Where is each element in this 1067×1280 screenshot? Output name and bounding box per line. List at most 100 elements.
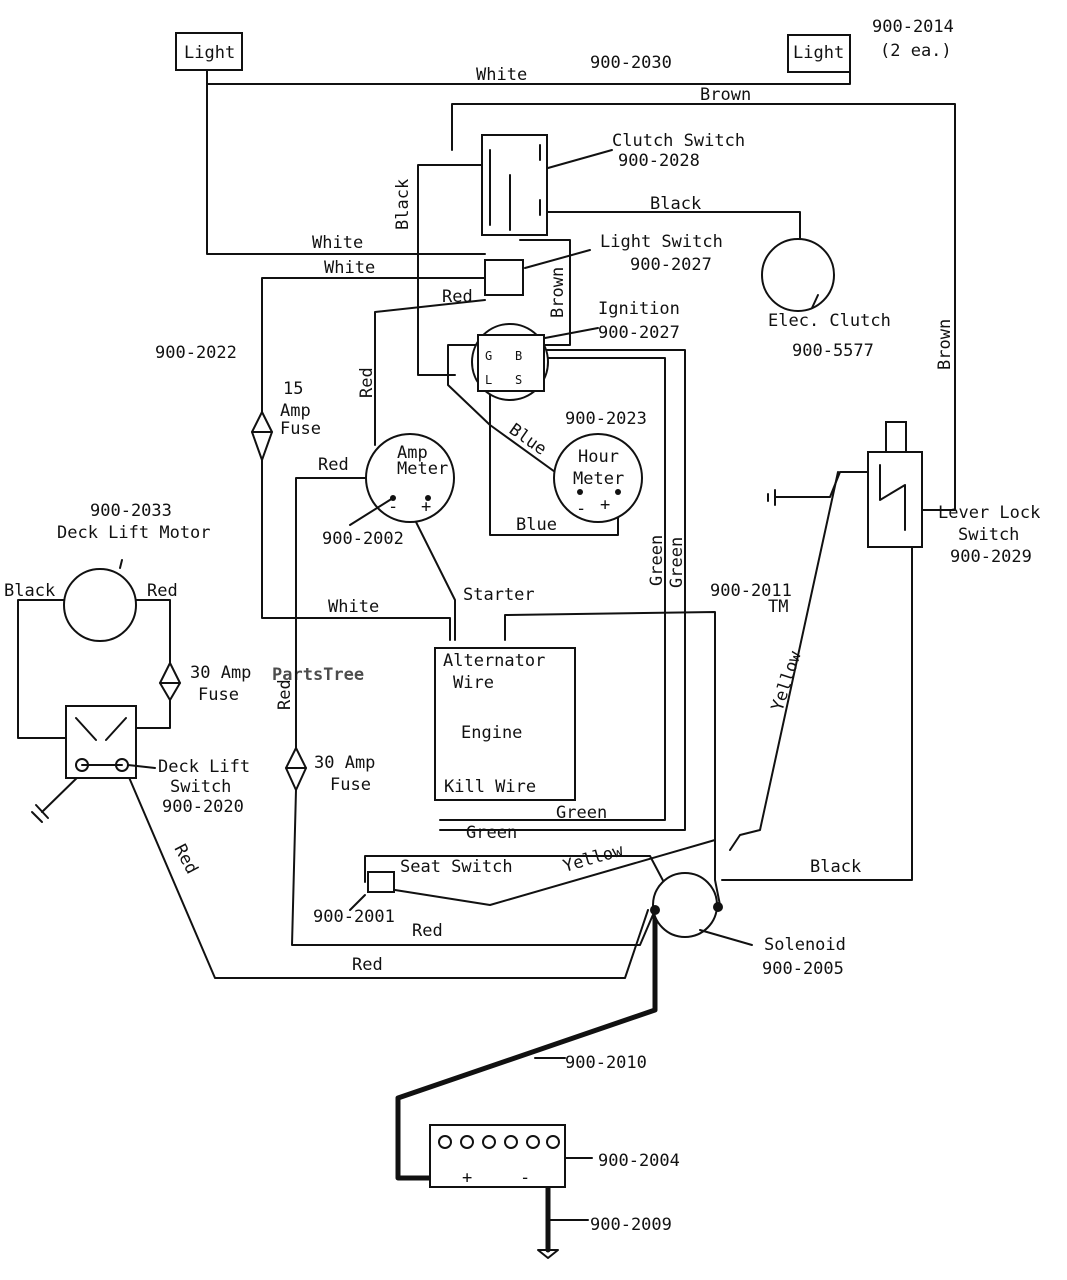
wire-brown-ignition — [519, 239, 571, 346]
deck-switch-contacts — [75, 717, 127, 766]
label-harness-left: 900-2022 — [155, 343, 237, 363]
deck-switch-leader — [127, 764, 156, 769]
label-elec-clutch-part: 900-5577 — [792, 341, 874, 361]
light-switch-leader — [524, 249, 591, 269]
wire-label-green-3: Green — [556, 803, 607, 823]
wire-label-brown-right: Brown — [935, 319, 955, 370]
label-battery-part: 900-2004 — [598, 1151, 680, 1171]
wire-black-clutch — [417, 164, 483, 376]
wire-seat-solenoid — [364, 855, 669, 891]
wire-white-top — [206, 69, 851, 85]
wire-black-elec-clutch — [539, 211, 801, 239]
wire-amp-starter — [404, 499, 456, 641]
lever-lock-ground-symbol — [767, 489, 776, 506]
label-starter: Starter — [463, 585, 535, 605]
label-hour-meter-neg: - — [576, 499, 586, 519]
label-light-switch: Light Switch — [600, 232, 723, 252]
label-fuse-30a-amp: 30 Amp — [190, 663, 251, 683]
wire-deck-red — [131, 599, 171, 666]
engine-block — [434, 647, 576, 801]
ignition-terminals — [477, 334, 545, 392]
label-light-switch-part: 900-2027 — [630, 255, 712, 275]
fuse-15a — [250, 409, 274, 463]
light-left-label: Light — [184, 43, 235, 63]
clutch-switch-contacts — [489, 144, 541, 231]
wire-label-white-1: White — [312, 233, 363, 253]
label-lever-lock-part: 900-2029 — [950, 547, 1032, 567]
label-fuse-15-num: 15 — [283, 379, 303, 399]
battery-ground-symbol — [537, 1249, 559, 1259]
solenoid-term-b — [713, 902, 723, 912]
elec-clutch-arrow — [811, 294, 819, 309]
wire-label-red-fuse: Red — [275, 679, 295, 710]
deck-lift-motor — [63, 568, 137, 642]
label-deck-motor: Deck Lift Motor — [57, 523, 211, 543]
wire-black-lever — [721, 544, 913, 881]
deck-motor-leader — [119, 559, 123, 569]
label-ground-cable: 900-2009 — [590, 1215, 672, 1235]
solenoid — [652, 872, 718, 938]
wire-label-yellow-seat: Yellow — [561, 840, 626, 876]
ignition-term-a: G — [485, 349, 492, 363]
wire-white-branch-low — [261, 459, 451, 641]
label-harness-right: 900-2011 — [710, 581, 792, 601]
label-solenoid-part: 900-2005 — [762, 959, 844, 979]
amp-meter-leader — [349, 497, 394, 526]
label-hour-meter-part: 900-2023 — [565, 409, 647, 429]
wire-ignition-left — [447, 344, 581, 491]
ignition-term-c: L — [485, 373, 492, 387]
wire-deck-black — [17, 599, 69, 739]
wire-label-blue-diag: Blue — [505, 420, 550, 460]
wire-label-brown-ignition: Brown — [548, 267, 568, 318]
hour-meter-term-neg — [577, 489, 583, 495]
wire-label-yellow-lever: Yellow — [768, 648, 806, 713]
label-harness-top: 900-2030 — [590, 53, 672, 73]
solenoid-leader — [699, 929, 753, 946]
label-battery-neg: - — [520, 1168, 530, 1188]
light-left — [175, 32, 243, 71]
wire-starter — [504, 611, 721, 906]
lever-lock-switch — [867, 451, 923, 548]
wire-label-red-light: Red — [442, 287, 473, 307]
wire-brown-top — [451, 103, 956, 511]
wires — [17, 69, 956, 1253]
label-lever-lock-1: Lever Lock — [938, 503, 1040, 523]
label-amp-meter-2: Meter — [397, 459, 448, 479]
label-battery-cable: 900-2010 — [565, 1053, 647, 1073]
label-fuse-30b-fuse: Fuse — [330, 775, 371, 795]
light-right-qty: (2 ea.) — [880, 41, 952, 61]
wire-label-white-2: White — [324, 258, 375, 278]
label-amp-meter-pos: + — [421, 497, 431, 517]
label-alternator-1: Alternator — [443, 651, 545, 671]
wire-red-light — [374, 299, 486, 446]
wire-ignition-right2 — [439, 349, 686, 831]
ignition-term-b: B — [515, 349, 522, 363]
fuse-30a-deck — [158, 660, 182, 702]
battery — [429, 1124, 566, 1188]
label-alternator-2: Wire — [453, 673, 494, 693]
wire-label-green-4: Green — [466, 823, 517, 843]
seat-switch — [367, 871, 395, 893]
wire-label-black-deck: Black — [4, 581, 55, 601]
solenoid-term-a — [650, 905, 660, 915]
wire-label-red-seat: Red — [412, 921, 443, 941]
label-amp-meter-neg: - — [388, 497, 398, 517]
wire-label-red-bottom: Red — [352, 955, 383, 975]
light-right-part: 900-2014 — [872, 17, 954, 37]
hour-meter — [553, 433, 643, 523]
label-fuse-15-fuse: Fuse — [280, 419, 321, 439]
amp-meter-term-pos — [425, 495, 431, 501]
wire-label-white-starter: White — [328, 597, 379, 617]
lever-lock-plunger — [885, 421, 907, 453]
wire-label-black-vertical: Black — [393, 179, 413, 230]
label-kill-wire: Kill Wire — [444, 777, 536, 797]
label-ignition: Ignition — [598, 299, 680, 319]
light-right — [787, 34, 851, 73]
light-right-label: Light — [793, 43, 844, 63]
hour-meter-term-pos — [615, 489, 621, 495]
clutch-switch — [481, 134, 548, 236]
seat-switch-leader — [349, 894, 366, 911]
lever-lock-contacts — [879, 464, 906, 531]
label-engine: Engine — [461, 723, 522, 743]
